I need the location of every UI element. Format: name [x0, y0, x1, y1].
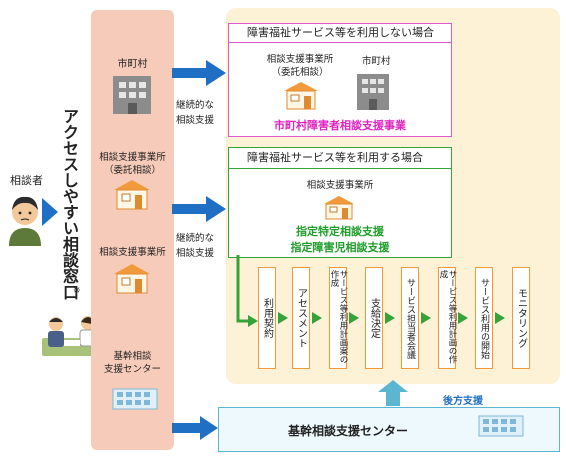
agency-commissioned-label: 相談支援事業所 （委託相談）: [99, 152, 166, 176]
step-staff-meeting: サービス担当者会議: [401, 267, 419, 369]
service-agency-label: 相談支援事業所: [306, 180, 374, 191]
municipality-building-icon: [357, 74, 389, 110]
core-center-building-icon: [478, 415, 524, 437]
person-icon: [9, 196, 41, 246]
arrow-to-service-icon: [172, 196, 226, 222]
no-service-title: 障害福祉サービス等を利用しない場合: [229, 24, 451, 43]
service-flow-connector-icon: [236, 255, 258, 327]
municipality-building-icon: [113, 76, 151, 114]
access-window-title: アクセスしやすい相談窓口: [60, 108, 79, 300]
service-caption-1: 指定特定相談支援: [296, 225, 384, 238]
arrow-to-core-center-icon: [172, 416, 218, 440]
backup-support-label: 後方支援: [443, 396, 483, 407]
municipality-label: 市町村: [117, 59, 148, 70]
step-assessment: アセスメント: [292, 267, 310, 369]
step-arrow-icon: [421, 312, 431, 324]
step-plan-creation: サービス等利用計画の作成: [438, 267, 457, 369]
step-draft-plan: サービス等利用計画案の作成: [329, 267, 348, 369]
step-arrow-icon: [278, 312, 288, 324]
step-arrow-icon: [349, 312, 359, 324]
step-arrow-icon: [495, 312, 505, 324]
continuous-support-label-1: 継続的な 相談支援: [176, 100, 215, 126]
no-service-box: 障害福祉サービス等を利用しない場合: [228, 23, 452, 137]
agency-house-icon: [324, 196, 354, 220]
step-contract: 利用契約: [258, 267, 276, 369]
step-arrow-icon: [385, 312, 395, 324]
core-center-label: 基幹相談 支援センター: [103, 351, 161, 375]
agency-house-icon: [284, 82, 318, 110]
service-caption-2: 指定障害児相談支援: [290, 241, 390, 254]
agency-house-icon: [114, 180, 150, 210]
step-benefit-decision: 支給決定: [365, 267, 383, 369]
continuous-support-label-2: 継続的な 相談支援: [176, 233, 215, 259]
step-service-start: サービス利用の開始: [475, 267, 493, 369]
arrow-to-no-service-icon: [172, 60, 226, 86]
agency-house-icon: [114, 264, 150, 294]
step-arrow-icon: [312, 312, 322, 324]
consultee-label: 相談者: [10, 174, 43, 187]
step-arrow-icon: [458, 312, 468, 324]
core-center-building-icon: [112, 388, 158, 410]
consultee-arrow-icon: [42, 198, 58, 226]
step-monitoring: モニタリング: [512, 267, 530, 369]
no-service-caption: 市町村障害者相談支援事業: [274, 119, 406, 132]
access-window-note: ※: [73, 286, 81, 296]
backup-arrow-icon: [378, 380, 408, 406]
service-title: 障害福祉サービス等を利用する場合: [229, 148, 451, 169]
core-center-box-label: 基幹相談支援センター: [288, 424, 409, 438]
agency-label: 相談支援事業所: [99, 247, 166, 258]
no-service-agency-label: 相談支援事業所 （委託相談）: [266, 54, 334, 78]
no-service-municipality-label: 市町村: [362, 56, 391, 67]
